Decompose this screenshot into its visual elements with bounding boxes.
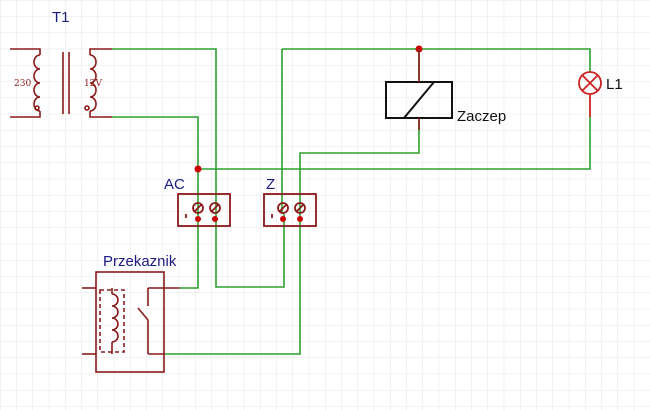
terminal-pin-dot [280, 216, 286, 222]
wire-transformer-top-to-z [112, 48, 285, 288]
wire-relay-to-z [165, 214, 301, 355]
terminal-pin-dot [212, 216, 218, 222]
coil-label: Zaczep [457, 108, 506, 125]
secondary-voltage-label: 12V [84, 79, 102, 89]
wire-coil-bottom [299, 120, 420, 214]
transformer-label: T1 [52, 9, 70, 26]
screw-terminal-symbol-icon [263, 193, 317, 227]
relay-label: Przekaznik [103, 253, 177, 270]
terminal-z-label: Z [266, 176, 275, 193]
lamp-symbol-icon [578, 71, 602, 117]
relay-symbol-icon [82, 271, 180, 373]
transformer-symbol-icon [10, 48, 112, 118]
wire-top-rail [282, 48, 591, 72]
screw-terminal-symbol-icon [177, 193, 231, 227]
wire-transformer-bottom-to-ac [112, 116, 199, 214]
lamp-label: L1 [606, 76, 623, 93]
terminal-pin-dot [297, 216, 303, 222]
primary-voltage-label: 230 [14, 79, 31, 89]
terminal-pin-dot [195, 216, 201, 222]
wire-ac-to-lamp [198, 117, 591, 170]
terminal-ac-label: AC [164, 176, 185, 193]
wire-relay-to-ac [180, 214, 199, 289]
junction-dot [194, 165, 202, 173]
